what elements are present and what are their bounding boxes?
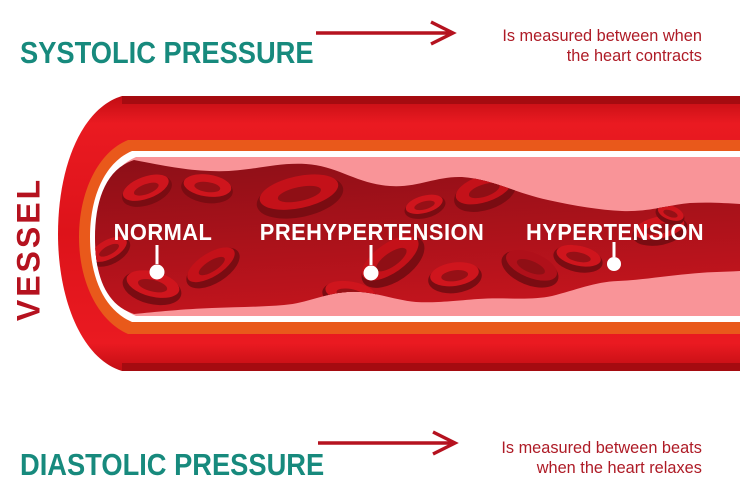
stage-pointer-normal-icon — [149, 245, 165, 280]
arrow-right-icon — [316, 20, 457, 46]
blood-cell — [404, 194, 446, 219]
stage-label-hypertension: HYPERTENSION — [525, 219, 705, 245]
diastolic-description-line2: when the heart relaxes — [536, 458, 702, 477]
vessel-illustration — [58, 96, 740, 371]
blood-cell — [122, 270, 182, 306]
vessel-top-edge-shade — [122, 96, 740, 104]
diastolic-description-line1: Is measured between beats — [501, 438, 702, 457]
blood-flow — [95, 160, 740, 314]
blood-cell — [428, 262, 482, 294]
systolic-description-line1: Is measured between when — [502, 26, 702, 45]
vessel-label: VESSEL — [10, 176, 47, 322]
blood-cell — [256, 174, 344, 219]
diastolic-description: Is measured between beats when the heart… — [501, 438, 702, 478]
blood-cell — [186, 247, 240, 289]
systolic-description: Is measured between when the heart contr… — [502, 26, 702, 66]
stage-label-normal: NORMAL — [113, 219, 213, 245]
blood-cell — [553, 244, 603, 273]
blood-cell — [181, 174, 233, 204]
systolic-title: SYSTOLIC PRESSURE — [20, 34, 314, 70]
blood-cell — [501, 249, 559, 288]
stage-pointer-prehypertension-icon — [363, 245, 379, 281]
blood-cell — [122, 174, 172, 207]
blood-cell — [95, 236, 131, 267]
diastolic-title: DIASTOLIC PRESSURE — [20, 446, 325, 482]
stage-label-prehypertension: PREHYPERTENSION — [259, 219, 485, 245]
systolic-description-line2: the heart contracts — [566, 46, 702, 65]
arrow-right-icon — [318, 430, 459, 456]
stage-pointer-hypertension-icon — [607, 242, 621, 271]
vessel-bottom-edge-shade — [122, 363, 740, 371]
blood-cell — [655, 204, 685, 225]
